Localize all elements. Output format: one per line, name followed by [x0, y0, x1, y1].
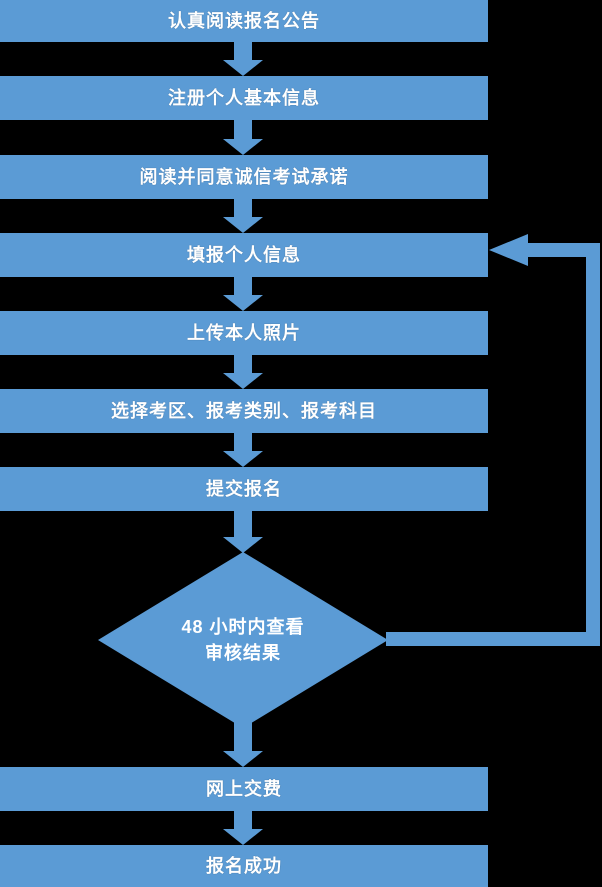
connector-arrow-5 [223, 355, 263, 389]
flow-node-label: 认真阅读报名公告 [168, 10, 320, 31]
flow-node-label: 选择考区、报考类别、报考科目 [111, 400, 377, 421]
flow-node-submit-registration[interactable]: 提交报名 [0, 467, 488, 511]
flow-node-label: 上传本人照片 [187, 322, 301, 343]
flow-node-agree-integrity-pledge[interactable]: 阅读并同意诚信考试承诺 [0, 155, 488, 199]
feedback-loop-horizontal-bottom [386, 632, 600, 646]
flow-node-label: 网上交费 [206, 778, 282, 799]
flow-node-online-payment[interactable]: 网上交费 [0, 767, 488, 811]
connector-arrow-3 [223, 199, 263, 233]
connector-arrow-9 [223, 811, 263, 845]
flow-node-read-announcement[interactable]: 认真阅读报名公告 [0, 0, 488, 42]
flow-node-label: 报名成功 [206, 855, 282, 876]
flow-node-label: 提交报名 [206, 478, 282, 499]
flow-node-fill-personal-info[interactable]: 填报个人信息 [0, 233, 488, 277]
feedback-loop-horizontal-top [527, 243, 593, 257]
flow-node-label: 阅读并同意诚信考试承诺 [139, 166, 349, 187]
connector-arrow-1 [223, 42, 263, 76]
flow-node-registration-success[interactable]: 报名成功 [0, 845, 488, 887]
flow-node-label: 注册个人基本信息 [168, 87, 320, 108]
connector-arrow-2 [223, 120, 263, 155]
flow-node-check-review-result-decision[interactable]: 48 小时内查看 审核结果 [98, 552, 388, 728]
connector-arrow-4 [223, 277, 263, 311]
connector-arrow-8 [223, 722, 263, 767]
connector-arrow-7 [223, 511, 263, 553]
flow-node-label: 48 小时内查看 审核结果 [181, 616, 305, 663]
connector-arrow-6 [223, 433, 263, 467]
feedback-loop-arrowhead-icon [489, 234, 528, 266]
flow-node-label: 填报个人信息 [187, 244, 301, 265]
flow-node-register-basic-info[interactable]: 注册个人基本信息 [0, 76, 488, 120]
flow-node-upload-photo[interactable]: 上传本人照片 [0, 311, 488, 355]
feedback-loop-vertical-right [586, 243, 600, 646]
flow-node-select-district-category-subject[interactable]: 选择考区、报考类别、报考科目 [0, 389, 488, 433]
